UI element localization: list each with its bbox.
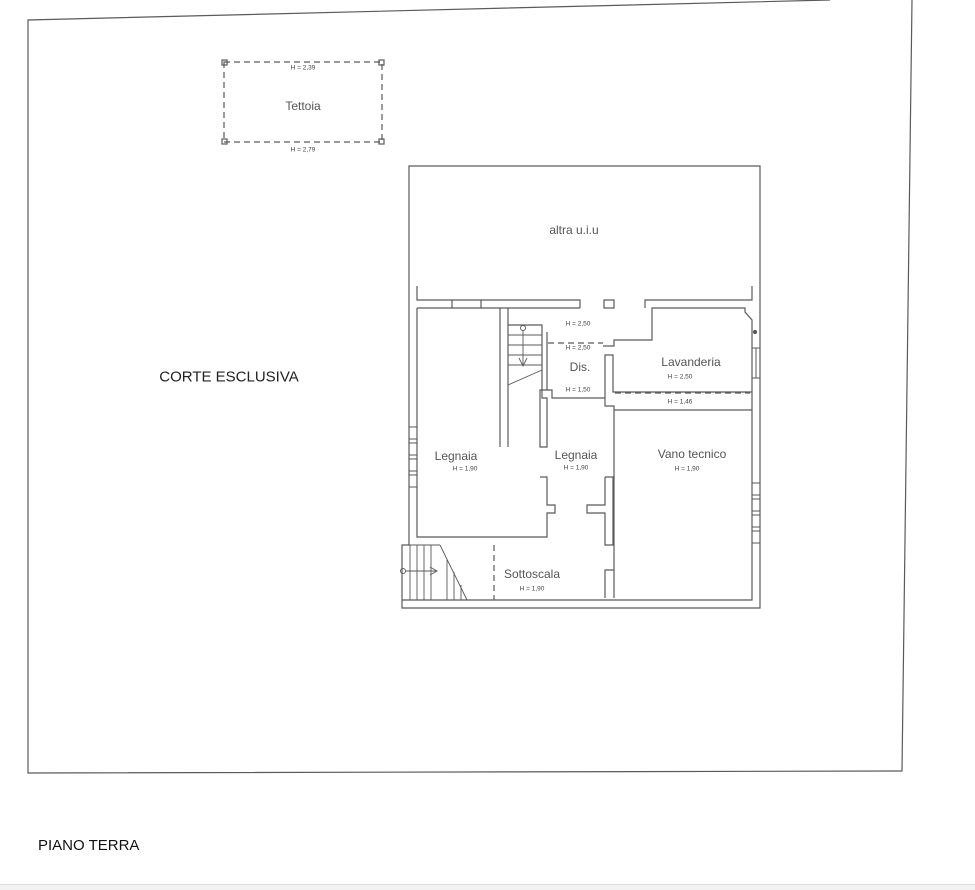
dis-height-3: H = 1,50 [565, 386, 591, 394]
legnaia-2-height: H = 1,90 [563, 464, 589, 472]
room-vano-tecnico-label: Vano tecnico [657, 447, 727, 461]
page-bottom-edge [0, 884, 975, 890]
room-sottoscala-label: Sottoscala [503, 567, 561, 581]
lavanderia-height-2: H = 1,46 [667, 398, 693, 406]
room-lavanderia-label: Lavanderia [661, 355, 721, 369]
dis-height-2: H = 2,50 [565, 344, 591, 352]
neighbor-unit-outline [408, 165, 761, 300]
vano-tecnico-height: H = 1,90 [674, 465, 700, 473]
room-legnaia-2-label: Legnaia [554, 448, 598, 462]
court-label: CORTE ESCLUSIVA [159, 368, 299, 386]
lavanderia-height-1: H = 2,50 [667, 373, 693, 381]
drawing-title: PIANO TERRA [38, 837, 140, 854]
canopy-outline [223, 61, 383, 143]
legnaia-1-height: H = 1,90 [452, 465, 478, 473]
lot-boundary [27, 0, 913, 774]
room-legnaia-1-label: Legnaia [434, 449, 478, 463]
dis-height-1: H = 2,50 [565, 320, 591, 328]
neighbor-unit-label: altra u.i.u [549, 223, 599, 237]
room-dis-label: Dis. [569, 360, 591, 374]
canopy-height-bottom: H = 2,79 [290, 146, 316, 154]
canopy-height-top: H = 2,39 [290, 64, 316, 72]
sottoscala-height: H = 1,90 [519, 585, 545, 593]
canopy-label: Tettoia [285, 99, 321, 113]
house-outer-wall [401, 300, 761, 609]
